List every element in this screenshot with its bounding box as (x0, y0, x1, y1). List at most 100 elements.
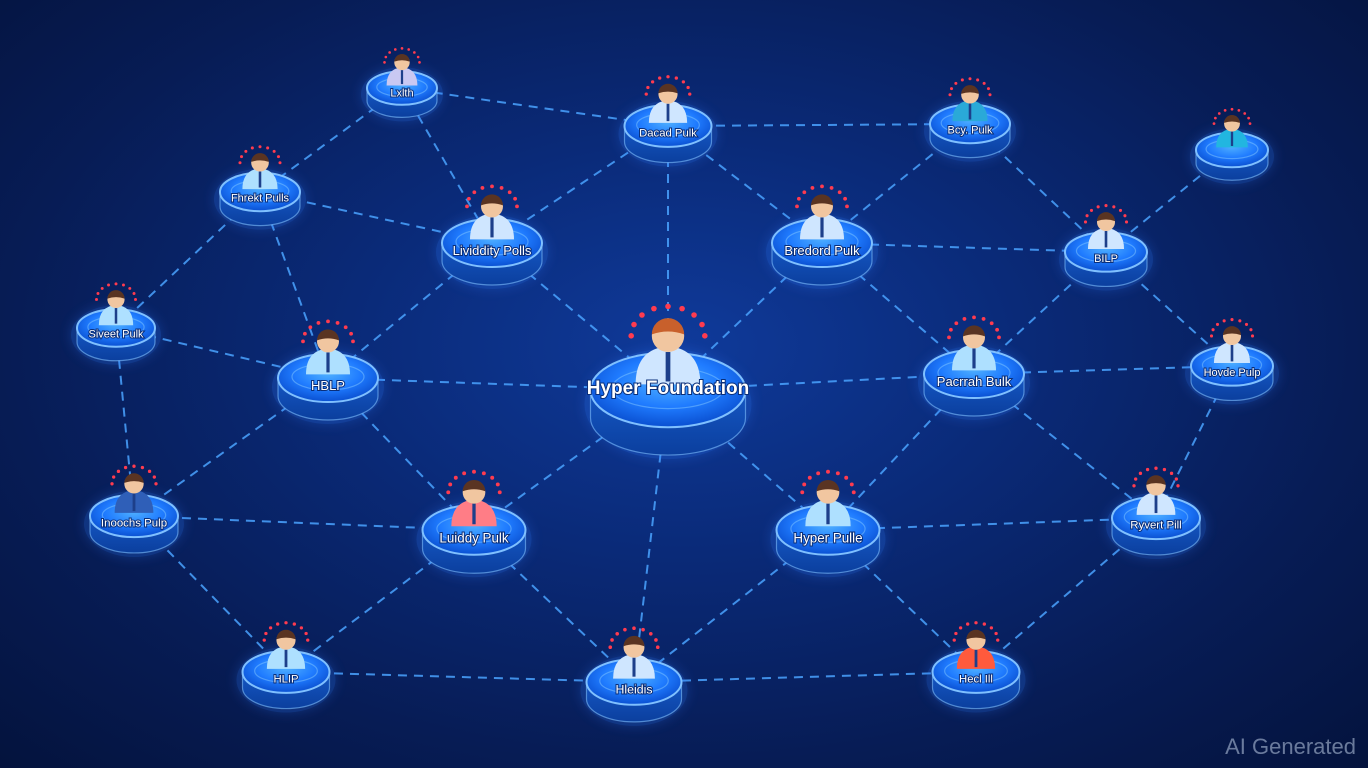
sparkle-dot (646, 85, 650, 90)
connection-line (1105, 251, 1233, 367)
pool-node-hecl[interactable]: Hecl Ill (926, 621, 1026, 713)
sparkle-dot (272, 149, 276, 153)
sparkle-dot (639, 312, 645, 318)
pool-node-pacrrah[interactable]: Pacrrah Bulk (918, 315, 1030, 421)
sparkle-dot (650, 80, 655, 84)
sparkle-dot (1089, 208, 1094, 212)
pool-node-bredord[interactable]: Bredord Pulk (766, 184, 878, 290)
sparkle-dot (996, 638, 1000, 642)
pool-node-label: Siveet Pulk (88, 328, 144, 340)
sparkle-dot (388, 51, 391, 54)
sparkle-dot (1176, 484, 1180, 488)
pool-node-label: Ryvert Pill (1130, 520, 1181, 532)
sparkle-dot (1162, 467, 1167, 472)
sparkle-dot (1244, 322, 1249, 326)
sparkle-dot (679, 305, 685, 312)
sparkle-dot (954, 81, 958, 85)
center-node-hyper-foundation[interactable]: Hyper Foundation (584, 303, 752, 460)
sparkle-dot (989, 321, 994, 326)
sparkle-dot (702, 333, 708, 339)
pool-node-bilp[interactable]: BILP (1059, 204, 1153, 291)
sparkle-dot (954, 321, 959, 326)
sparkle-dot (112, 475, 116, 479)
pool-node-label: Inoochs Pulp (101, 518, 167, 530)
sparkle-dot (244, 149, 248, 153)
sparkle-dot (147, 469, 152, 474)
pool-node-inoochs[interactable]: Inoochs Pulp (84, 464, 184, 557)
sparkle-dot (1154, 466, 1158, 470)
sparkle-dot (948, 93, 952, 97)
sparkle-dot (1112, 205, 1116, 209)
sparkle-dot (1230, 318, 1234, 322)
sparkle-dot (1134, 477, 1138, 481)
pool-node-hleidis[interactable]: Hleidis (580, 626, 688, 726)
sparkle-dot (481, 471, 486, 476)
sparkle-dot (462, 471, 467, 476)
pool-node-liquidity-top[interactable]: Lividdity Polls (436, 184, 548, 290)
pool-node-hblp[interactable]: HBLP (272, 319, 384, 425)
sparkle-dot (264, 631, 268, 636)
pool-node-top-mid[interactable]: Dacad Pulk (618, 75, 718, 167)
pool-node-label: HBLP (311, 378, 345, 393)
sparkle-dot (665, 303, 671, 310)
sparkle-dot (954, 631, 958, 636)
pool-node-siveet[interactable]: Siveet Pulk (71, 282, 161, 365)
sparkle-dot (851, 490, 856, 495)
sparkle-dot (844, 475, 849, 480)
sparkle-dot (958, 626, 963, 630)
sparkle-dot (472, 469, 476, 474)
sparkle-dot (686, 85, 690, 90)
pool-node-house[interactable]: Hovde Pulp (1185, 318, 1279, 405)
sparkle-dot (968, 77, 972, 81)
sparkle-dot (960, 78, 964, 82)
pool-node-hilp[interactable]: HLIP (236, 621, 336, 713)
pool-node-ryvert[interactable]: Ryvert Pill (1106, 466, 1206, 559)
sparkle-dot (110, 482, 114, 486)
sparkle-dot (100, 286, 104, 290)
sparkle-dot (1243, 112, 1247, 115)
pool-node-label: Hecl Ill (959, 673, 993, 685)
sparkle-dot (1215, 322, 1220, 326)
pool-node-liquidity-bottom[interactable]: Luiddy Pulk (416, 469, 532, 578)
pool-node-label: Lxlth (390, 87, 413, 99)
sparkle-dot (413, 51, 416, 54)
pool-node-far-right-top[interactable] (1190, 107, 1274, 185)
sparkle-dot (351, 339, 355, 344)
pool-node-hyper-pulk[interactable]: Hyper Pulle (770, 469, 886, 578)
sparkle-dot (1250, 334, 1255, 338)
sparkle-dot (1248, 122, 1252, 126)
connection-line (401, 87, 669, 127)
sparkle-dot (807, 475, 812, 480)
sparkle-dot (480, 186, 485, 190)
sparkle-dot (989, 626, 994, 630)
pool-node-label: Fhrekt Pulls (231, 193, 290, 205)
sparkle-dot (132, 292, 136, 295)
sparkle-dot (95, 297, 98, 301)
sparkle-dot (628, 333, 634, 339)
sparkle-dot (820, 184, 824, 189)
ai-generated-watermark: AI Generated (1225, 734, 1356, 759)
pool-node-top-right[interactable]: Bcy. Pulk (924, 77, 1016, 162)
sparkle-dot (845, 204, 849, 209)
sparkle-dot (849, 482, 854, 487)
sparkle-dot (651, 305, 657, 312)
sparkle-dot (981, 317, 986, 321)
pool-node-pheet[interactable]: Fhrekt Pulls (214, 145, 306, 230)
pool-node-top-left[interactable]: Lxlth (361, 47, 443, 122)
sparkle-dot (1238, 319, 1242, 323)
sparkle-dot (691, 312, 697, 318)
sparkle-dot (829, 186, 834, 190)
sparkle-dot (418, 61, 421, 64)
sparkle-dot (268, 626, 273, 630)
connection-line (285, 671, 635, 683)
pool-node-label: Luiddy Pulk (439, 530, 508, 545)
sparkle-dot (140, 465, 145, 470)
sparkle-dot (974, 621, 978, 625)
sparkle-dot (962, 317, 967, 321)
sparkle-dot (121, 283, 125, 287)
sparkle-dot (292, 622, 296, 626)
sparkle-dot (96, 292, 100, 295)
sparkle-dot (1222, 319, 1226, 323)
sparkle-dot (1223, 108, 1227, 112)
sparkle-dot (1211, 328, 1215, 332)
